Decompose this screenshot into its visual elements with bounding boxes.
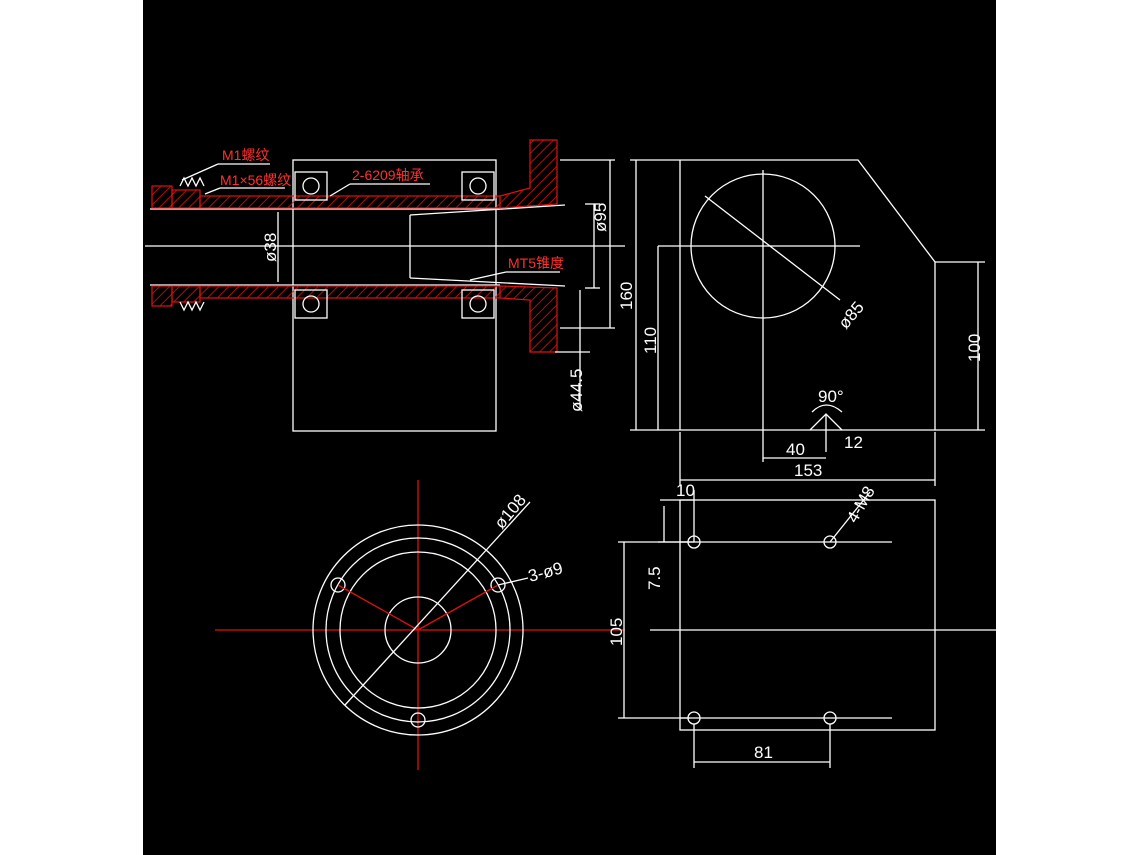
bore-circle-85 <box>690 173 836 319</box>
label-mt5-taper: MT5锥度 <box>508 255 564 271</box>
plate-outline <box>679 499 936 731</box>
thread-bottom <box>179 300 205 312</box>
label-bearing: 2-6209轴承 <box>352 167 424 183</box>
dim-40-text: 40 <box>786 440 805 459</box>
dim85-leader <box>704 195 841 301</box>
side-view: ø85 110 100 90° 12 40 153 <box>630 159 985 486</box>
dim-44-5-text: ø44.5 <box>567 369 586 412</box>
shaft-wall-top <box>199 195 501 209</box>
dim-160-text: 160 <box>617 282 636 310</box>
dim-85-text: ø85 <box>835 298 868 333</box>
spindle-section-view: M1螺纹 M1×56螺纹 2-6209轴承 MT5锥度 ø95 ø38 ø44.… <box>145 139 636 432</box>
dim-105-text: 105 <box>607 618 626 646</box>
label-m1-thread: M1螺纹 <box>222 147 269 163</box>
leader-bearing <box>329 183 351 197</box>
dim-153-text: 153 <box>794 461 822 480</box>
bolt-hole-3 <box>410 712 426 728</box>
dim108-leader <box>344 501 531 706</box>
cad-canvas <box>143 0 996 855</box>
bolt-ray-1 <box>337 584 419 631</box>
dim-110-text: 110 <box>641 327 660 354</box>
dim-38-text: ø38 <box>261 233 280 262</box>
dim-100-text: 100 <box>965 334 984 362</box>
bolt-ray-2 <box>417 584 499 631</box>
leader-m1 <box>181 163 219 181</box>
taper-top-line <box>409 204 566 216</box>
label-m1x56-thread: M1×56螺纹 <box>220 172 291 188</box>
bolt-hole-2 <box>490 577 506 593</box>
nut-section-bottom <box>151 285 173 307</box>
dim4holes-leader <box>829 491 871 543</box>
dim-81-text: 81 <box>754 743 773 762</box>
dim-95-text: ø95 <box>591 203 610 232</box>
flange-end-view: ø108 3-ø9 <box>215 480 625 770</box>
flange-ring-circle <box>325 537 511 723</box>
dim-3holes-text: 3-ø9 <box>526 558 565 585</box>
shaft-wall-bottom <box>199 285 501 299</box>
bolt-hole-1 <box>330 577 346 593</box>
lock-ring-bottom <box>171 285 201 303</box>
angle-arc <box>811 404 843 413</box>
flange-section-top <box>499 139 558 209</box>
taper-bottom-line <box>409 277 566 287</box>
flange-section-bottom <box>499 285 558 353</box>
flange-inner-circle <box>339 551 497 709</box>
flange-outer-circle <box>312 524 524 736</box>
bearing-right-bottom <box>461 289 495 319</box>
dim-7-5-text: 7.5 <box>645 566 664 590</box>
bearing-right-top <box>461 171 495 201</box>
lock-ring-top <box>171 189 201 209</box>
nut-section-top <box>151 185 173 209</box>
dim-10-text: 10 <box>676 481 695 500</box>
leader-mt5 <box>469 271 507 281</box>
side-outline <box>679 159 936 431</box>
dim-4holes-text: 4-M8 <box>843 483 879 526</box>
dim3holes-leader <box>497 577 529 586</box>
dim-90deg-text: 90° <box>818 387 844 406</box>
bearing-left-top <box>294 171 328 201</box>
dim-12-text: 12 <box>844 433 863 452</box>
base-plate-view: 10 4-M8 7.5 105 81 <box>607 481 996 768</box>
dim-108-text: ø108 <box>491 491 530 533</box>
thread-top <box>179 176 205 188</box>
mount-hole-2 <box>823 535 837 549</box>
bearing-left-bottom <box>294 289 328 319</box>
leader-m1x56 <box>204 187 221 195</box>
bore-circle <box>384 596 452 664</box>
